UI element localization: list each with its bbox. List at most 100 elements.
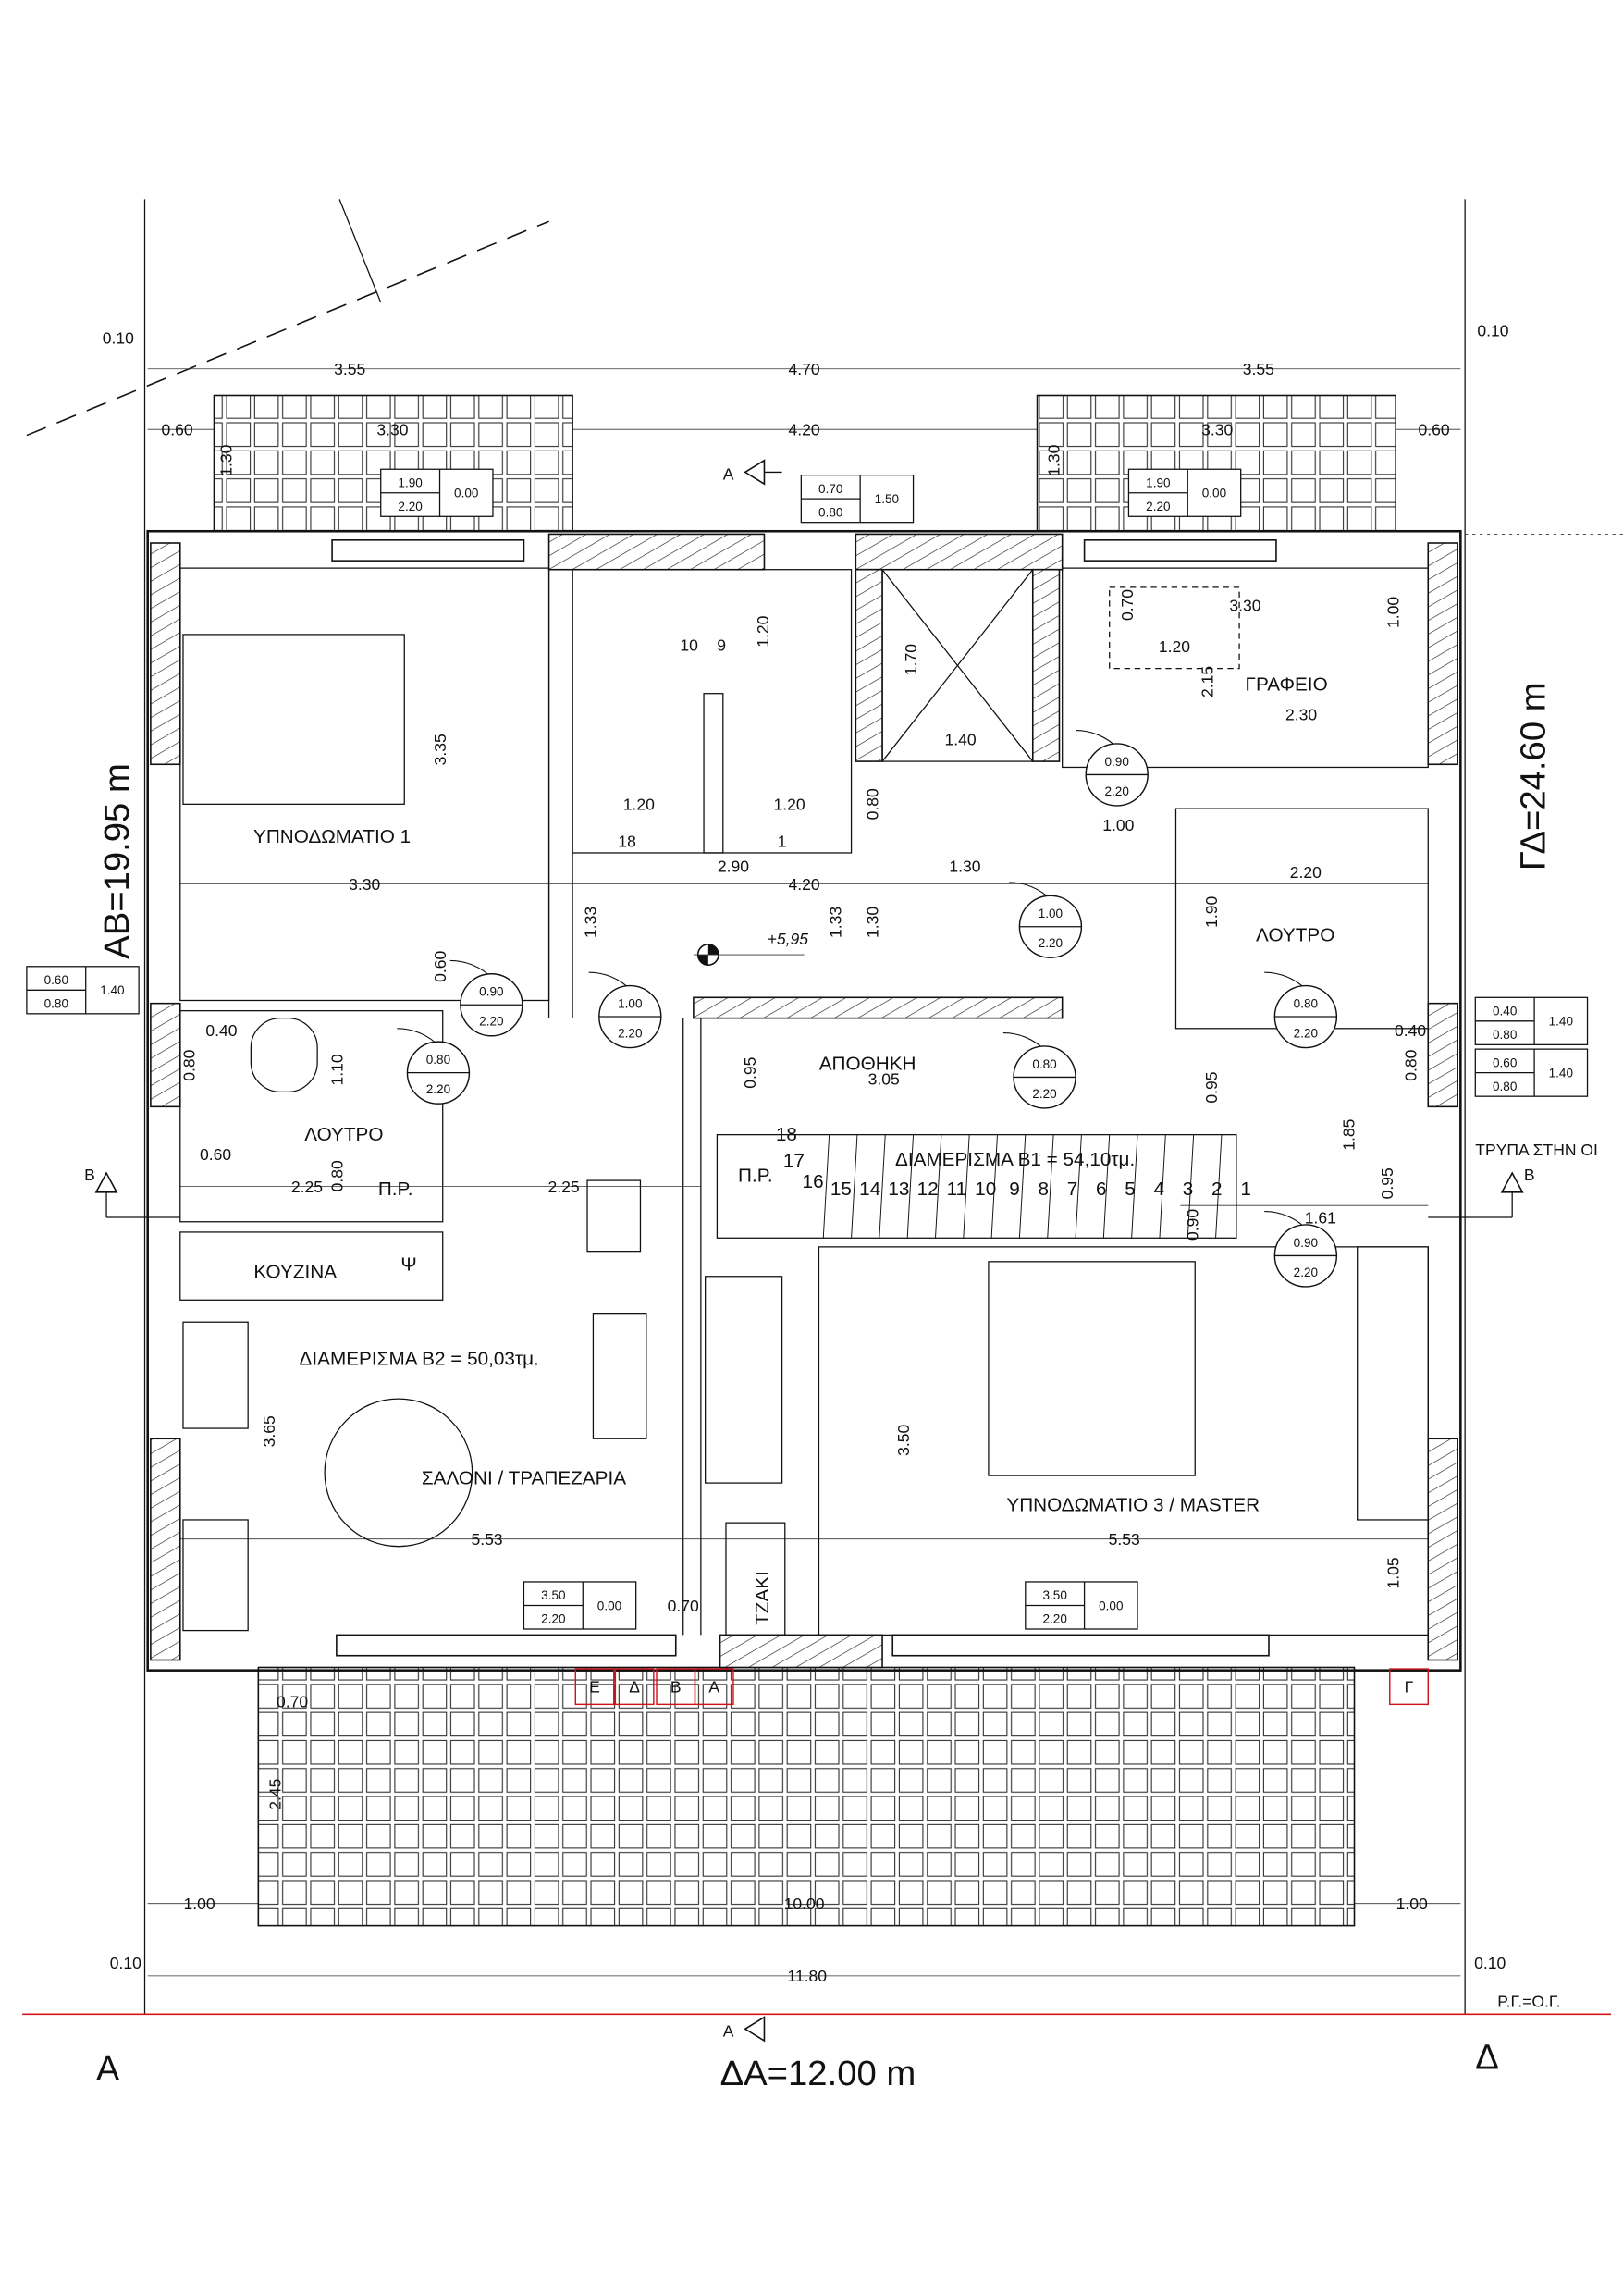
dimension-label: 3.30 bbox=[349, 875, 380, 894]
room-label: ΛΟΥΤΡΟ bbox=[304, 1124, 383, 1145]
dimension-label: 3.65 bbox=[260, 1415, 278, 1447]
side-gd-label: ΓΔ=24.60 m bbox=[1513, 682, 1553, 870]
facade-marker-label: Α bbox=[708, 1678, 719, 1697]
door-width: 1.00 bbox=[618, 996, 642, 1010]
door-tag: 1.00 2.20 bbox=[588, 971, 662, 1049]
room-label: ΣΑΛΟΝΙ / ΤΡΑΠΕΖΑΡΙΑ bbox=[422, 1468, 626, 1489]
room-label: ΓΡΑΦΕΙΟ bbox=[1246, 674, 1328, 696]
door-tag: 0.902.20 bbox=[1264, 1211, 1338, 1288]
door-width: 0.80 bbox=[1032, 1057, 1056, 1071]
dimension-label: 1.20 bbox=[623, 796, 655, 814]
dimension-label: 1.85 bbox=[1340, 1118, 1359, 1150]
window-width: 1.90 bbox=[1146, 475, 1170, 489]
dimension-label: 0.95 bbox=[741, 1056, 759, 1088]
dimension-label: 0.10 bbox=[103, 329, 134, 348]
dimension-label: 2.20 bbox=[1290, 863, 1322, 882]
room-label: Ψ bbox=[400, 1253, 416, 1275]
window-height: 0.80 bbox=[1493, 1080, 1517, 1093]
door-tag: 0.80 2.20 bbox=[1002, 1032, 1076, 1109]
window-sill: 0.00 bbox=[1099, 1599, 1123, 1612]
facade-marker: Γ bbox=[1389, 1668, 1429, 1706]
window-sill: 1.40 bbox=[100, 983, 124, 997]
window-tag: 3.502.200.00 bbox=[523, 1581, 637, 1630]
stair-step-number: 1 bbox=[778, 833, 787, 851]
facade-marker: Ε bbox=[574, 1668, 615, 1706]
window-sill: 0.00 bbox=[1202, 487, 1226, 500]
window-height: 0.80 bbox=[44, 996, 68, 1010]
stair-tread bbox=[963, 1134, 970, 1239]
door-height: 2.20 bbox=[1032, 1087, 1056, 1101]
door-height: 2.20 bbox=[426, 1082, 450, 1096]
stair-step-number: 9 bbox=[717, 636, 726, 654]
dimension-label: 0.60 bbox=[200, 1145, 231, 1164]
dimension-label: 2.25 bbox=[547, 1178, 579, 1196]
stair-step-number: 2 bbox=[1211, 1179, 1223, 1200]
svg-text:Α: Α bbox=[723, 2021, 734, 2040]
stair-tread bbox=[1187, 1134, 1195, 1239]
dimension-label: 1.40 bbox=[945, 731, 977, 749]
dimension-label: 2.90 bbox=[718, 858, 749, 876]
corner-d-label: Δ bbox=[1475, 2037, 1499, 2077]
dimension-label: 1.10 bbox=[327, 1054, 346, 1085]
dimension-label: 0.10 bbox=[1477, 322, 1508, 340]
stair-step-number: 11 bbox=[947, 1179, 967, 1200]
stair-step-number: 5 bbox=[1125, 1179, 1136, 1200]
dimension-label: 10.00 bbox=[784, 1895, 825, 1913]
dimension-label: 0.95 bbox=[1202, 1071, 1221, 1103]
door-width: 0.90 bbox=[1105, 755, 1129, 769]
room-label: ΚΟΥΖΙΝΑ bbox=[253, 1261, 337, 1282]
dimension-label: 1.61 bbox=[1305, 1208, 1336, 1227]
window-tag: 0.600.801.40 bbox=[1474, 1048, 1589, 1097]
side-ab-label: ΑΒ=19.95 m bbox=[97, 763, 137, 959]
stair-tread bbox=[1102, 1134, 1111, 1239]
stair-step-number: 6 bbox=[1096, 1179, 1107, 1200]
door-height: 2.20 bbox=[618, 1026, 642, 1040]
lower-stair bbox=[822, 1134, 1223, 1239]
room-label: ΥΠΝΟΔΩΜΑΤΙΟ 1 bbox=[253, 826, 411, 847]
facade-marker-label: Γ bbox=[1405, 1678, 1414, 1697]
stair-step-number: 15 bbox=[830, 1179, 852, 1200]
window-width: 3.50 bbox=[541, 1588, 565, 1602]
dimension-label: 1.00 bbox=[183, 1895, 215, 1913]
dimension-label: 5.53 bbox=[472, 1530, 503, 1549]
dining-table bbox=[324, 1398, 473, 1548]
dimension-label: 0.95 bbox=[1378, 1167, 1396, 1199]
door-width: 0.80 bbox=[426, 1053, 450, 1067]
room-label: ΥΠΝΟΔΩΜΑΤΙΟ 3 / MASTER bbox=[1006, 1494, 1260, 1515]
stair-tread bbox=[851, 1134, 858, 1239]
room-label: ΑΠΟΘΗΚΗ bbox=[819, 1053, 916, 1074]
room-label: ΔΙΑΜΕΡΙΣΜΑ Β2 = 50,03τμ. bbox=[300, 1348, 539, 1369]
stair-step-number: 7 bbox=[1067, 1179, 1078, 1200]
dimension-label: 3.30 bbox=[1201, 421, 1233, 439]
facade-marker-label: Δ bbox=[629, 1678, 640, 1697]
door-height: 2.20 bbox=[479, 1015, 503, 1029]
stair-step-number: 14 bbox=[859, 1179, 880, 1200]
stair-step-number: 12 bbox=[917, 1179, 939, 1200]
dimension-label: 2.45 bbox=[265, 1778, 284, 1809]
room-label: ΤΖΑΚΙ bbox=[752, 1571, 773, 1625]
door-tag: 0.802.20 bbox=[1264, 971, 1338, 1049]
stair-tread bbox=[1215, 1134, 1223, 1239]
svg-text:Α: Α bbox=[723, 464, 734, 483]
dimension-label: 4.70 bbox=[788, 360, 819, 378]
stair-step-number: 10 bbox=[975, 1179, 996, 1200]
stair-step-number: 9 bbox=[1009, 1179, 1020, 1200]
stair-tread bbox=[1047, 1134, 1054, 1239]
window-width: 0.60 bbox=[44, 973, 68, 987]
door-tag: 0.902.20 bbox=[449, 959, 523, 1037]
window-sill: 0.00 bbox=[597, 1599, 621, 1612]
dimension-label: 1.20 bbox=[1159, 637, 1190, 656]
dimension-label: 3.30 bbox=[376, 421, 408, 439]
dimension-label: 2.25 bbox=[291, 1178, 323, 1196]
dimension-label: 0.40 bbox=[205, 1021, 237, 1040]
door-tag: 0.80 2.20 bbox=[397, 1028, 471, 1105]
dimension-label: 1.20 bbox=[754, 615, 772, 647]
stair-step-number: 17 bbox=[783, 1151, 805, 1172]
side-da-label: ΔΑ=12.00 m bbox=[720, 2054, 916, 2093]
dimension-label: 11.80 bbox=[787, 1967, 827, 1985]
stair-step-number: 18 bbox=[776, 1124, 797, 1145]
window-width: 0.60 bbox=[1493, 1055, 1517, 1069]
dimension-label: 2.30 bbox=[1285, 705, 1317, 723]
window-sill: 1.50 bbox=[875, 492, 899, 506]
section-a-bottom-marker: Α bbox=[723, 2016, 766, 2043]
